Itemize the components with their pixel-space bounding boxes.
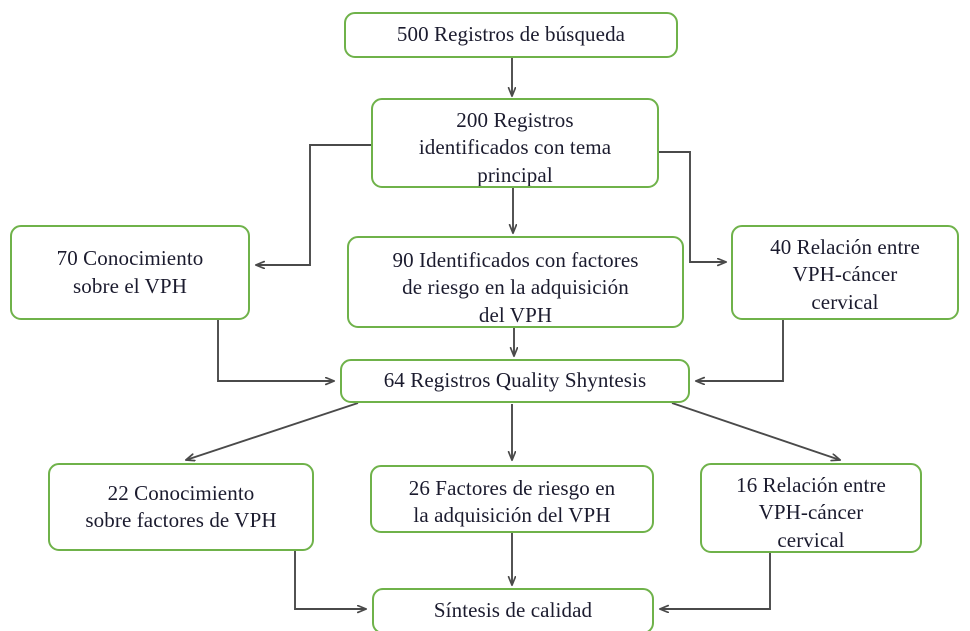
node-relation-vph-cancer-40[interactable]: 40 Relación entre VPH-cáncer cervical [731,225,959,320]
node-label: 64 Registros Quality Shyntesis [383,368,647,393]
node-label: 200 Registros identificados con tema pri… [418,108,612,187]
node-quality-synthesis-64[interactable]: 64 Registros Quality Shyntesis [340,359,690,403]
node-label: Síntesis de calidad [433,598,593,623]
edge-relation16-to-synthesis [660,553,771,609]
node-identified-records[interactable]: 200 Registros identificados con tema pri… [371,98,659,188]
node-search-records[interactable]: 500 Registros de búsqueda [344,12,678,58]
node-label: 40 Relación entre VPH-cáncer cervical [770,235,920,314]
node-label: 16 Relación entre VPH-cáncer cervical [736,473,886,552]
edge-quality64-to-knowledge22 [186,402,359,460]
node-knowledge-vph-70[interactable]: 70 Conocimiento sobre el VPH [10,225,250,320]
node-risk-factors-90[interactable]: 90 Identificados con factores de riesgo … [347,236,684,328]
edge-knowledge70-to-quality64 [217,320,334,381]
node-label: 26 Factores de riesgo en la adquisición … [408,476,616,528]
node-label: 500 Registros de búsqueda [396,22,626,47]
node-label: 70 Conocimiento sobre el VPH [56,246,204,298]
edge-knowledge22-to-synthesis [294,551,366,609]
node-label: 90 Identificados con factores de riesgo … [392,248,639,327]
edge-quality64-to-relation16 [671,402,840,460]
edge-relation40-to-quality64 [696,320,784,381]
node-knowledge-factors-22[interactable]: 22 Conocimiento sobre factores de VPH [48,463,314,551]
node-label: 22 Conocimiento sobre factores de VPH [85,480,277,532]
node-risk-factors-26[interactable]: 26 Factores de riesgo en la adquisición … [370,465,654,533]
node-quality-synthesis-final[interactable]: Síntesis de calidad [372,588,654,631]
node-relation-vph-cancer-16[interactable]: 16 Relación entre VPH-cáncer cervical [700,463,922,553]
